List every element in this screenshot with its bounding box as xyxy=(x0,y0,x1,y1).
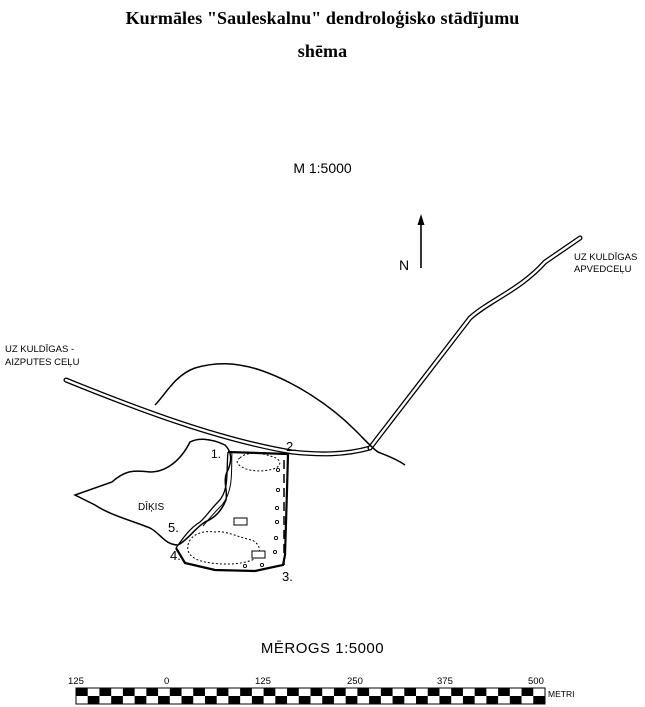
scale-cell xyxy=(146,688,159,696)
pond-outline xyxy=(73,438,232,546)
scale-cell xyxy=(533,696,545,704)
building-2 xyxy=(251,550,266,559)
north-label: N xyxy=(399,257,409,273)
scale-cell xyxy=(474,688,487,696)
scale-cell xyxy=(509,696,522,704)
scale-cell xyxy=(169,688,182,696)
road-label-aizpute-1: UZ KULDĪGAS - xyxy=(5,344,74,355)
map-title-line1: Kurmāles "Sauleskalnu" dendroloģisko stā… xyxy=(125,8,520,28)
scale-tick-0: 0 xyxy=(164,676,169,687)
tree-cluster-north xyxy=(236,452,281,472)
scale-ratio-label: M 1:5000 xyxy=(293,160,352,176)
road-northeast xyxy=(367,235,583,451)
scale-cell xyxy=(251,696,264,704)
scale-cell xyxy=(439,696,452,704)
road-label-bypass-1: UZ KULDĪGAS xyxy=(574,252,637,263)
scale-cell xyxy=(521,688,534,696)
stream xyxy=(175,451,229,549)
scale-cell xyxy=(310,688,323,696)
scale-cell xyxy=(99,688,112,696)
scale-cell xyxy=(404,688,417,696)
scale-cell xyxy=(240,688,252,696)
point-label-3: 3. xyxy=(282,569,293,584)
road-label-aizpute-2: AIZPUTES CEĻU xyxy=(5,357,80,368)
scale-tick-125-left: 125 xyxy=(68,676,84,687)
scale-cell xyxy=(451,688,463,696)
scale-unit-label: METRI xyxy=(548,689,574,699)
scale-cell xyxy=(228,696,241,704)
scale-tick-500: 500 xyxy=(528,676,544,687)
point-label-1: 1. xyxy=(211,447,221,461)
scale-bar-title: MĒROGS 1:5000 xyxy=(260,640,385,657)
scale-cell xyxy=(76,688,88,696)
scale-cell xyxy=(275,696,288,704)
scale-cell xyxy=(462,696,475,704)
scale-cell xyxy=(158,696,170,704)
scale-cell xyxy=(392,696,405,704)
scale-cell xyxy=(380,688,393,696)
scale-cell xyxy=(357,688,370,696)
scale-cell xyxy=(134,696,147,704)
scale-cell xyxy=(298,696,311,704)
scale-cell xyxy=(498,688,510,696)
scale-cell xyxy=(204,696,217,704)
point-label-2: 2. xyxy=(286,439,297,454)
point-label-5: 5. xyxy=(168,520,179,535)
scale-cell xyxy=(193,688,205,696)
scale-cell xyxy=(333,688,346,696)
scale-tick-250: 250 xyxy=(347,676,363,687)
north-arrow-icon xyxy=(417,214,425,268)
map-title-line2: shēma xyxy=(297,41,348,61)
scale-cell xyxy=(345,696,358,704)
scale-cell xyxy=(216,688,229,696)
forest-outline xyxy=(154,362,406,466)
scale-cell xyxy=(181,696,194,704)
scale-cell xyxy=(369,696,381,704)
tree-markers xyxy=(242,467,281,569)
scale-cell xyxy=(416,696,428,704)
point-label-4: 4. xyxy=(170,548,181,563)
building-1 xyxy=(233,517,248,526)
scale-cell xyxy=(287,688,299,696)
scale-cell xyxy=(486,696,499,704)
scale-bar-ticks: 125 0 125 250 375 500 xyxy=(68,676,544,687)
scale-cell xyxy=(263,688,276,696)
scale-tick-125: 125 xyxy=(255,676,271,687)
road-west xyxy=(63,377,373,457)
site-boundary xyxy=(175,450,290,573)
road-label-bypass-2: APVEDCEĻU xyxy=(574,264,632,275)
scale-cell xyxy=(427,688,440,696)
tree-cluster-south xyxy=(187,531,260,565)
scale-cell xyxy=(122,688,135,696)
stream-bank xyxy=(202,451,233,527)
scale-bar xyxy=(75,687,546,705)
scale-cell xyxy=(322,696,334,704)
scale-cell xyxy=(87,696,100,704)
pond-label: DĪĶIS xyxy=(138,501,164,513)
scale-tick-375: 375 xyxy=(437,676,453,687)
scale-cell xyxy=(111,696,123,704)
